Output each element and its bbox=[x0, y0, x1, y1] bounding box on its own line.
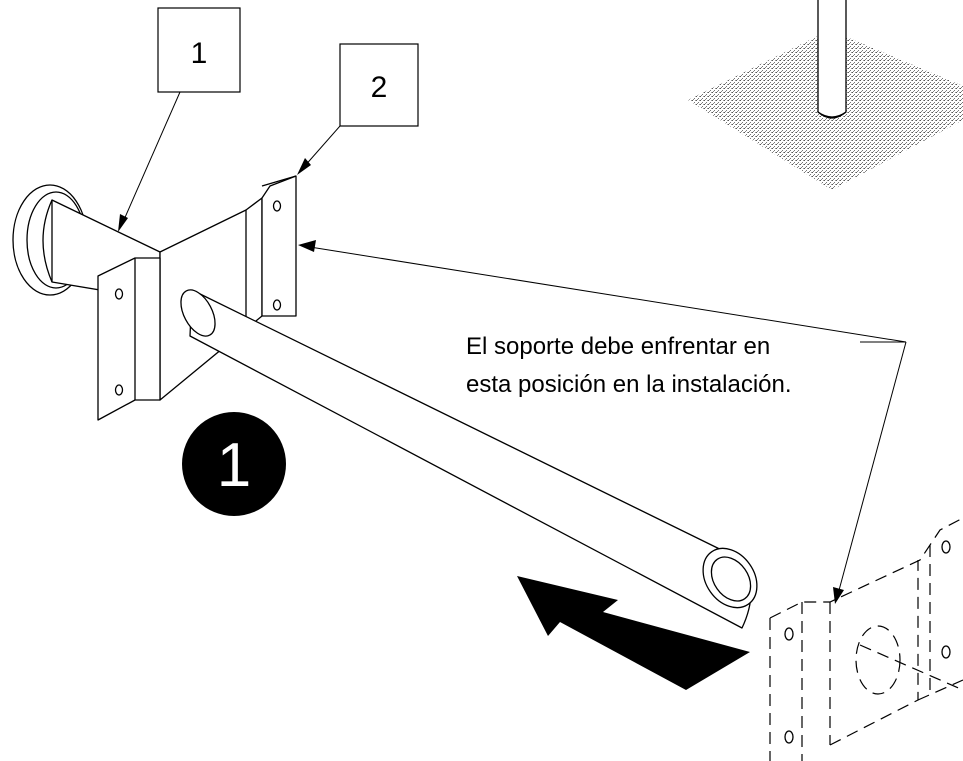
arrow-up-left-icon bbox=[517, 576, 750, 690]
right-ear bbox=[261, 175, 297, 317]
part-label-2: 2 bbox=[297, 43, 419, 175]
left-ear bbox=[97, 257, 161, 421]
part-label-1: 1 bbox=[118, 7, 241, 232]
step-badge: 1 bbox=[182, 412, 286, 516]
part-label-1-text: 1 bbox=[191, 37, 208, 70]
note-line-2: esta posición en la instalación. bbox=[466, 371, 792, 398]
post-opening bbox=[855, 625, 901, 695]
note-line-1: El soporte debe enfrentar en bbox=[466, 333, 770, 360]
installed-bracket-outline bbox=[769, 517, 963, 761]
bracket-assembly bbox=[12, 175, 758, 629]
instruction-note: El soporte debe enfrentar en esta posici… bbox=[298, 240, 907, 604]
vertical-post bbox=[817, 0, 847, 119]
pipe-end-opening bbox=[702, 547, 758, 609]
ground-post-detail bbox=[688, 0, 963, 190]
part-label-2-text: 2 bbox=[371, 71, 388, 104]
step-number: 1 bbox=[217, 431, 251, 500]
